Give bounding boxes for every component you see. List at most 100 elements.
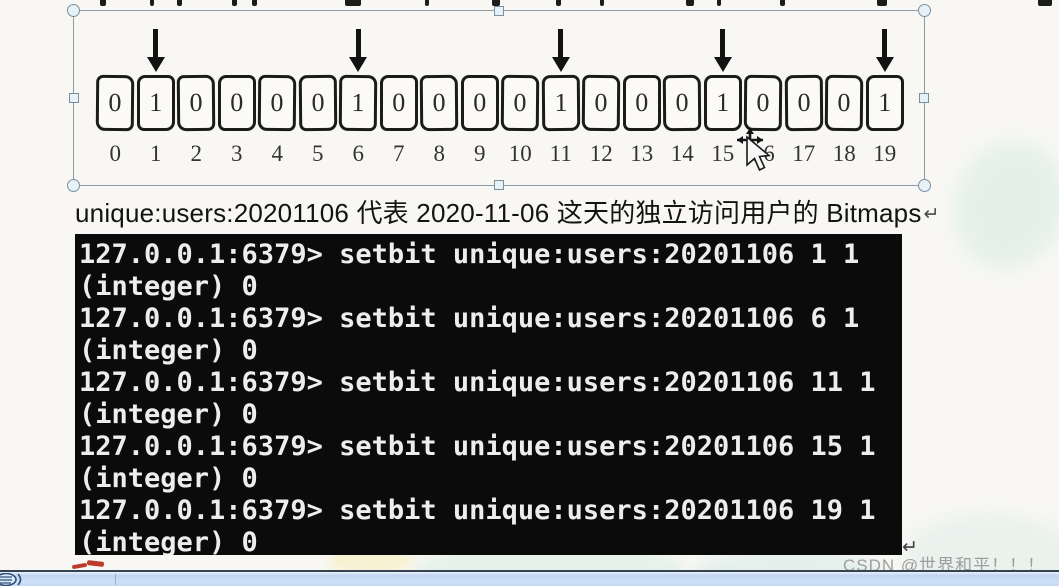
image-selection-frame[interactable] (67, 4, 931, 192)
cropped-glyph-remnant (232, 0, 237, 6)
cropped-glyph-remnant (717, 0, 721, 6)
terminal-result-line: (integer) 0 (79, 527, 258, 555)
bit-box: 1 (703, 75, 742, 131)
bit-box: 0 (825, 74, 864, 132)
down-arrow-icon (713, 29, 732, 72)
bit-index-label: 13 (630, 141, 654, 166)
cropped-glyph-remnant (100, 0, 106, 6)
down-arrow-icon (551, 29, 570, 72)
bit-index-label: 2 (190, 141, 203, 166)
cropped-glyph-remnant (345, 0, 361, 6)
red-text-remnant (86, 559, 105, 568)
bit-index-label: 8 (433, 141, 446, 166)
terminal-result-line: (integer) 0 (79, 335, 258, 366)
bit-index-label: 5 (312, 141, 324, 166)
bit-box: 0 (217, 75, 256, 131)
down-arrow-icon (146, 29, 165, 72)
bit-box: 0 (379, 75, 418, 131)
paragraph-return-icon: ↵ (902, 537, 918, 558)
selection-handle-top-middle[interactable] (494, 6, 504, 16)
bit-index-label: 4 (271, 141, 284, 166)
status-bar-divider (115, 574, 116, 585)
cropped-glyph-remnant (686, 0, 694, 6)
paragraph-return-icon: ↵ (923, 204, 940, 225)
bit-index-label: 6 (352, 141, 365, 166)
cropped-glyph-remnant (492, 0, 500, 6)
selection-handle-bottom-right[interactable] (918, 179, 931, 192)
bit-index-label: 9 (474, 141, 486, 166)
cropped-glyph-remnant (877, 0, 887, 6)
terminal-result-line: (integer) 0 (79, 463, 258, 494)
bit-box: 0 (96, 74, 135, 132)
bit-box: 0 (784, 74, 823, 132)
cropped-glyph-remnant (425, 0, 429, 6)
selection-handle-bottom-left[interactable] (67, 179, 80, 192)
bit-index-label: 1 (150, 141, 162, 166)
caption-label: unique:users:20201106 代表 2020-11-06 这天的独… (75, 198, 922, 228)
selection-handle-top-left[interactable] (67, 4, 80, 17)
selection-handle-top-right[interactable] (918, 4, 931, 17)
selection-handle-middle-right[interactable] (919, 93, 929, 103)
red-text-remnant (71, 562, 88, 570)
bit-index-label: 7 (393, 141, 405, 166)
bit-index-label: 15 (711, 141, 735, 166)
bit-index-label: 18 (832, 141, 856, 166)
bit-box: 0 (258, 74, 297, 132)
bit-box: 1 (339, 74, 378, 132)
background-watermark-blob (937, 126, 1059, 284)
bit-index-label: 11 (549, 141, 572, 166)
bit-index-label: 12 (589, 141, 613, 166)
bit-box: 0 (460, 75, 499, 131)
selection-handle-bottom-middle[interactable] (494, 180, 504, 190)
terminal-result-line: (integer) 0 (79, 399, 258, 430)
bit-index-label: 16 (751, 141, 775, 166)
cropped-glyph-remnant (150, 0, 154, 6)
caption-text[interactable]: unique:users:20201106 代表 2020-11-06 这天的独… (75, 193, 940, 230)
cropped-glyph-remnant (556, 0, 561, 6)
bit-box: 0 (622, 75, 661, 131)
bit-box: 1 (136, 75, 175, 131)
bit-box: 1 (541, 74, 580, 132)
down-arrow-icon (875, 29, 894, 72)
bit-index-label: 0 (109, 141, 122, 166)
bit-index-label: 10 (508, 141, 532, 166)
bit-box: 0 (663, 74, 702, 132)
selection-handle-middle-left[interactable] (69, 93, 79, 103)
cropped-glyph-remnant (600, 0, 604, 6)
bit-box: 1 (865, 75, 904, 131)
bit-index-label: 14 (670, 141, 694, 166)
status-bar-icon[interactable] (0, 573, 26, 586)
terminal-command-line: 127.0.0.1:6379> setbit unique:users:2020… (79, 431, 876, 462)
cropped-glyph-remnant (1038, 0, 1052, 6)
redis-terminal[interactable]: 127.0.0.1:6379> setbit unique:users:2020… (75, 234, 902, 555)
status-bar (0, 570, 1059, 586)
cropped-glyph-remnant (780, 0, 785, 6)
bit-box: 0 (298, 74, 337, 132)
cropped-glyph-remnant (252, 0, 257, 6)
bit-box: 0 (582, 74, 621, 132)
down-arrow-icon (349, 29, 368, 72)
bit-box: 0 (420, 74, 459, 132)
bit-box: 0 (501, 74, 540, 132)
terminal-command-line: 127.0.0.1:6379> setbit unique:users:2020… (79, 239, 860, 270)
terminal-command-line: 127.0.0.1:6379> setbit unique:users:2020… (79, 367, 876, 398)
